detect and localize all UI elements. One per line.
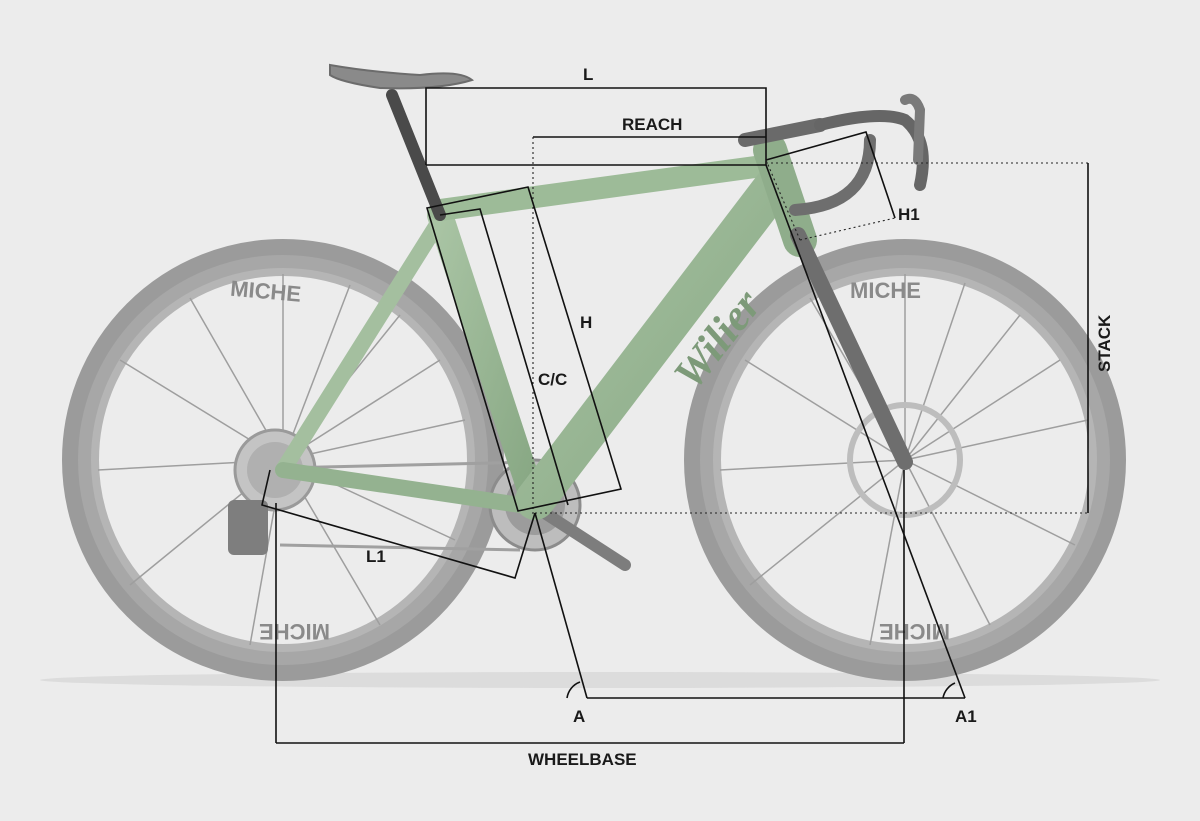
rear-tire-brand: MICHE xyxy=(229,276,302,307)
measure-reach xyxy=(532,136,766,515)
measure-wheelbase xyxy=(275,470,905,744)
label-L: L xyxy=(583,65,593,84)
measure-H xyxy=(425,186,623,512)
label-H: H xyxy=(580,313,592,332)
measure-cc xyxy=(439,208,569,506)
label-A: A xyxy=(573,707,585,726)
label-L1: L1 xyxy=(366,547,386,566)
saddle xyxy=(329,63,475,90)
measure-L1 xyxy=(261,469,536,579)
ground-shadow xyxy=(40,672,1160,688)
front-tire-brand: MICHE xyxy=(850,278,921,303)
measure-stack xyxy=(535,162,1089,514)
label-H1: H1 xyxy=(898,205,920,224)
label-cc: C/C xyxy=(538,370,567,389)
measure-A xyxy=(534,512,965,699)
label-stack: STACK xyxy=(1095,314,1114,372)
seat-assembly xyxy=(329,63,475,221)
measure-H1 xyxy=(765,131,896,241)
handlebar-drop xyxy=(789,134,876,216)
bike-frame: Wilier xyxy=(275,133,913,520)
front-tire-brand-bottom: MICHE xyxy=(879,619,950,644)
measure-L xyxy=(425,87,767,166)
rear-derailleur xyxy=(228,500,268,555)
label-wheelbase: WHEELBASE xyxy=(528,750,637,769)
label-A1: A1 xyxy=(955,707,977,726)
label-reach: REACH xyxy=(622,115,682,134)
brake-lever xyxy=(900,93,926,165)
front-wheel: MICHE MICHE xyxy=(684,239,1126,681)
measure-A1 xyxy=(765,164,966,699)
disc-rotor xyxy=(847,402,963,518)
rear-tire-brand-bottom: MICHE xyxy=(259,619,330,644)
